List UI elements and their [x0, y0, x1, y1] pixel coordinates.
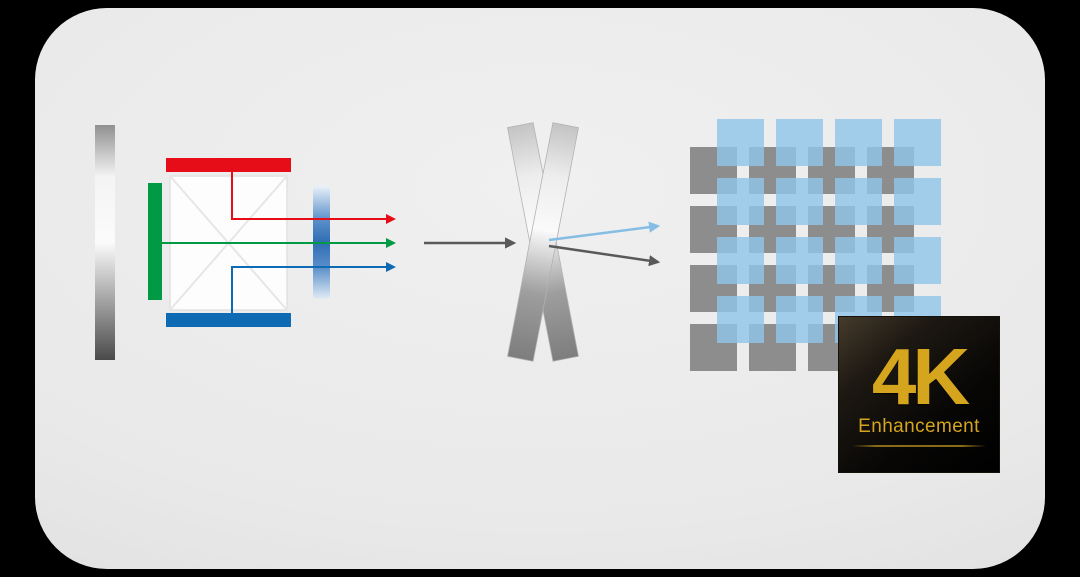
badge-enhancement-text: Enhancement	[858, 415, 980, 437]
pixel-cell-blue	[894, 119, 941, 166]
pixel-cell-blue	[835, 119, 882, 166]
red-light-arrow	[231, 172, 396, 224]
pixel-cell-blue	[717, 178, 764, 225]
blue-light-arrow	[231, 262, 396, 313]
pixel-cell-blue	[717, 119, 764, 166]
pixel-cell-blue	[894, 237, 941, 284]
pixel-cell-blue	[776, 237, 823, 284]
pixel-cell-blue	[835, 178, 882, 225]
pixel-cell-blue	[717, 237, 764, 284]
lamp-bar	[95, 125, 115, 360]
crossed-plate-front	[507, 122, 579, 362]
shifted-light-arrow	[548, 221, 661, 242]
badge-underline	[852, 444, 986, 447]
pixel-cell-blue	[776, 178, 823, 225]
red-filter-bar	[166, 158, 291, 172]
green-filter-bar	[148, 183, 162, 300]
pixel-cell-blue	[776, 119, 823, 166]
badge-4k-text: 4K	[871, 331, 970, 421]
pixel-shift-plates	[507, 122, 579, 362]
4k-enhancement-badge: 4K Enhancement	[838, 316, 1000, 473]
pixel-cell-blue	[835, 237, 882, 284]
original-light-arrow	[548, 244, 661, 267]
blue-filter-bar	[166, 313, 291, 327]
pixel-cell-blue	[894, 178, 941, 225]
pixel-cell-blue	[776, 296, 823, 343]
pixel-cell-blue	[717, 296, 764, 343]
